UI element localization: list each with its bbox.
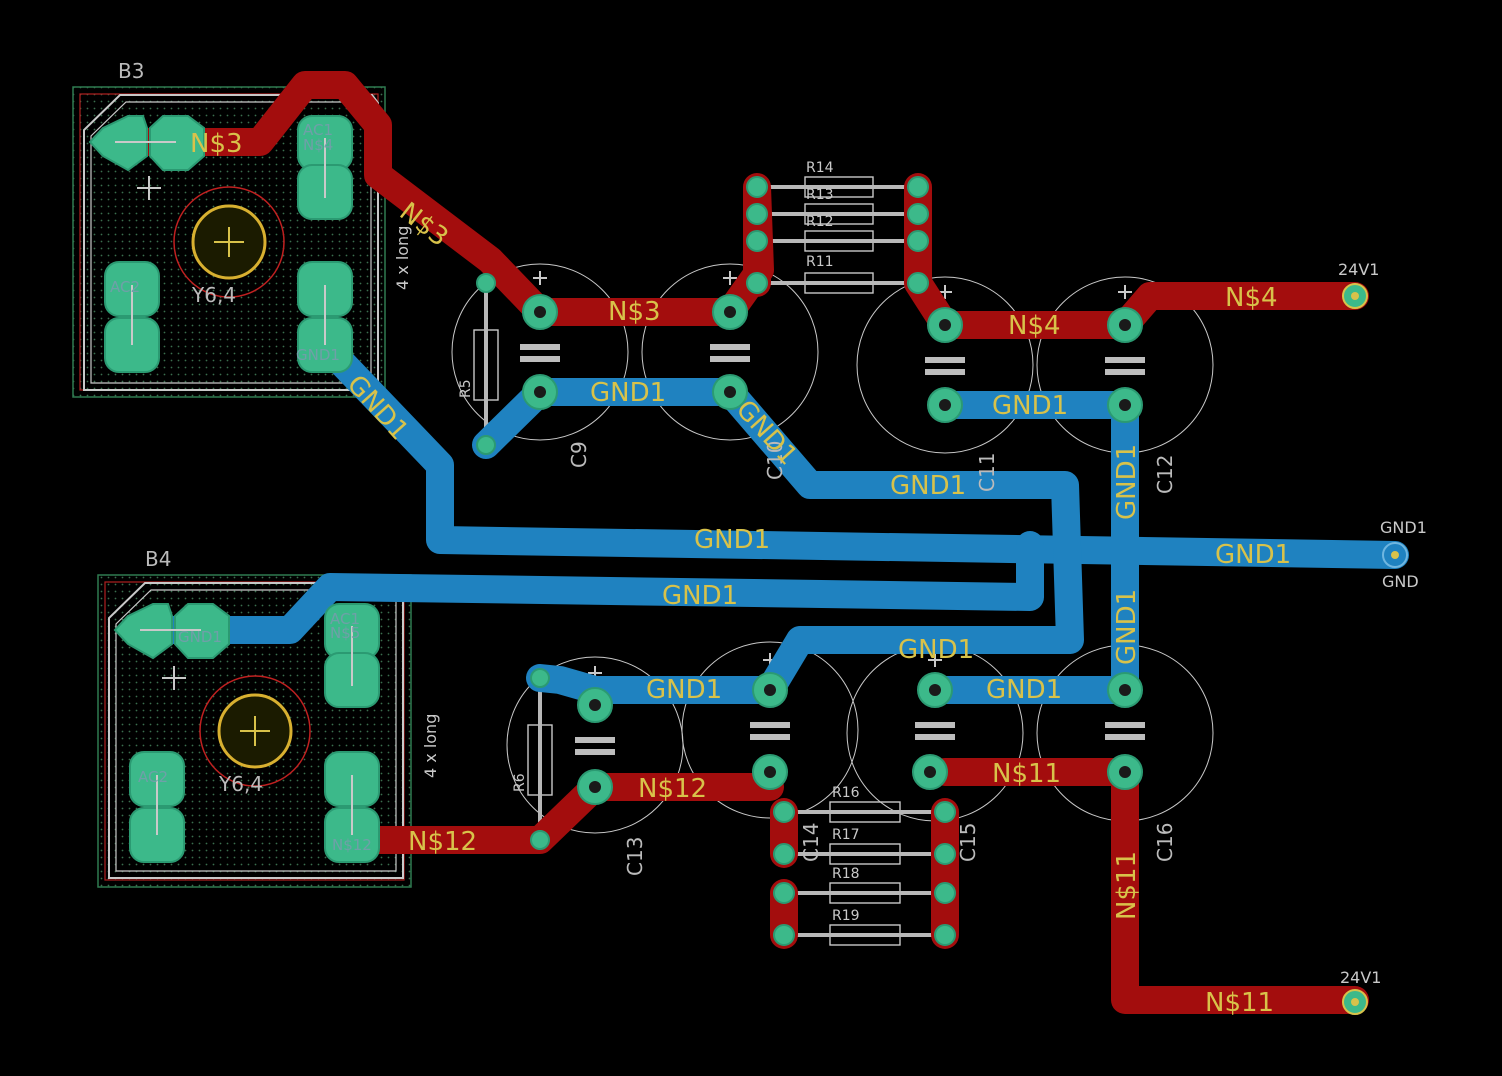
pin-b3-n4: N$4 [303,136,333,154]
pin-b4-ac1: AC1 [330,610,360,628]
label-c16: C16 [1153,823,1177,862]
label-r16: R16 [832,785,860,801]
value-b4: Y6,4 [218,772,263,796]
net-label-n3-caps: N$3 [608,297,661,327]
label-c10: C10 [763,441,787,480]
label-c9: C9 [567,441,591,468]
label-connector-24v-bottom: 24V1 [1340,968,1381,987]
net-label-gnd-c15: GND1 [986,675,1062,705]
net-label-gnd-lower: GND1 [898,635,974,665]
label-r5: R5 [458,379,474,398]
label-r11: R11 [806,254,834,270]
label-c15: C15 [956,823,980,862]
net-label-n3-b3: N$3 [190,129,243,159]
pad-slots [115,138,353,835]
label-r17: R17 [832,827,860,843]
label-b4: B4 [145,547,171,571]
resistor-pads[interactable] [476,176,956,946]
label-connector-gnd: GND [1382,572,1419,591]
resistor-leads [484,185,945,937]
net-label-gnd-out: GND1 [1215,540,1291,570]
label-c11: C11 [975,453,999,492]
note-b4: 4 x long [421,714,440,778]
net-label-n4-caps: N$4 [1008,311,1061,341]
net-label-n11-vertical: N$11 [1112,851,1142,920]
net-label-gnd-b4: GND1 [662,581,738,611]
capacitor-pads[interactable] [522,294,1143,805]
pin-b3-ac2: AC2 [110,278,140,296]
label-c14: C14 [799,823,823,862]
net-label-gnd-c13: GND1 [646,675,722,705]
pin-b4-n12: N$12 [332,836,372,854]
pin-b4-gnd: GND1 [178,628,222,646]
label-connector-gnd1: GND1 [1380,518,1427,537]
net-label-n12-caps: N$12 [638,774,707,804]
net-label-gnd-c9: GND1 [590,378,666,408]
net-label-gnd-mid: GND1 [890,471,966,501]
pin-b3-gnd: GND1 [296,346,340,364]
pin-b4-n5: N$5 [330,624,360,642]
net-label-gnd-main: GND1 [694,525,770,555]
label-connector-24v-top: 24V1 [1338,260,1379,279]
net-label-n12-b4: N$12 [408,827,477,857]
pin-b4-ac2: AC2 [138,768,168,786]
bottom-copper-traces [126,331,1409,704]
connector-pads[interactable] [1342,283,1408,1015]
net-label-gnd-vertical-bottom: GND1 [1112,589,1142,665]
net-label-n4-out: N$4 [1225,283,1278,313]
pin-b3-ac1: AC1 [303,121,333,139]
net-label-gnd-c11: GND1 [992,391,1068,421]
net-label-n11-out: N$11 [1205,988,1274,1018]
label-r13: R13 [806,187,834,203]
net-label-gnd-vertical-top: GND1 [1112,444,1142,520]
note-b3: 4 x long [393,226,412,290]
top-copper-traces [101,71,1369,1014]
label-r12: R12 [806,214,834,230]
label-b3: B3 [118,59,144,83]
capacitor-plates [520,344,1145,755]
label-r19: R19 [832,908,860,924]
label-c12: C12 [1153,455,1177,494]
net-label-n11-caps: N$11 [992,759,1061,789]
label-r18: R18 [832,866,860,882]
label-c13: C13 [623,837,647,876]
value-b3: Y6,4 [191,283,236,307]
label-r6: R6 [512,773,528,792]
label-r14: R14 [806,160,834,176]
